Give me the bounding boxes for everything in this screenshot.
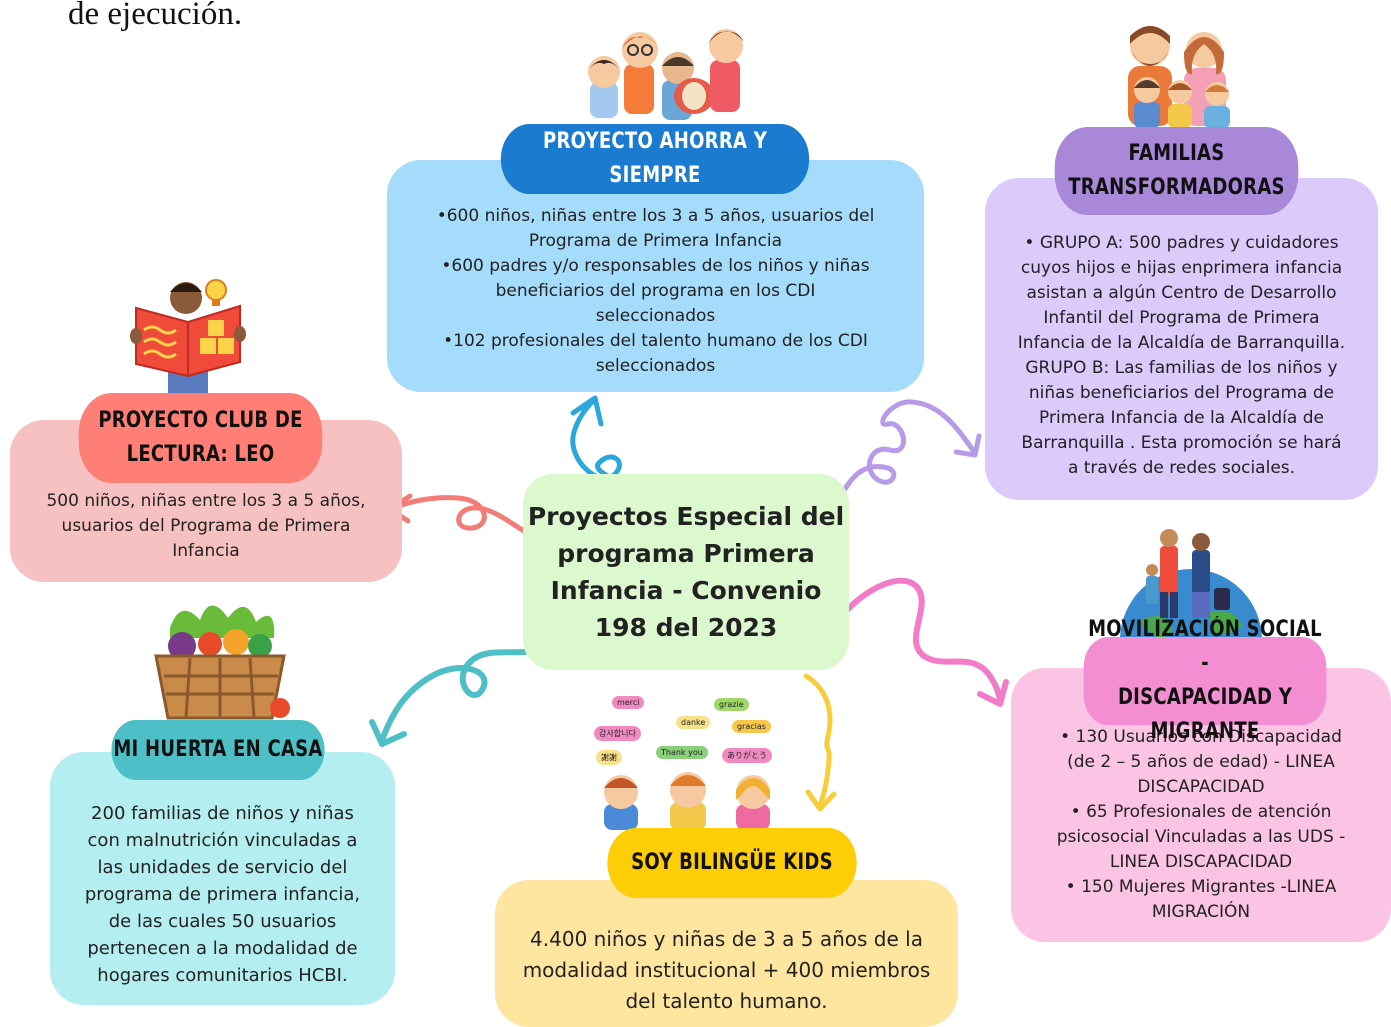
arrowhead-ahorra	[570, 395, 604, 427]
speech-bubble: danke	[676, 716, 711, 729]
node-ahorra-title-text: PROYECTO AHORRA Y SIEMPRE	[542, 129, 768, 188]
node-ahorra-card: •600 niños, niñas entre los 3 a 5 años, …	[387, 160, 924, 392]
node-leo-title-text: PROYECTO CLUB DE LECTURA: LEO	[98, 408, 303, 467]
kids-group-illustration	[575, 29, 765, 138]
kid-left	[604, 775, 638, 830]
migrant-dad	[1160, 529, 1178, 618]
family-illustration	[1128, 26, 1230, 128]
kid-2	[622, 32, 658, 114]
child-middle	[1168, 80, 1192, 128]
speech-bubble: merci	[612, 696, 645, 709]
speech-bubble: gracias	[732, 720, 771, 733]
arrowhead-bilingue	[805, 789, 837, 812]
intro-text: de ejecución.	[68, 0, 243, 32]
node-familias-card: • GRUPO A: 500 padres y cuidadores cuyos…	[985, 178, 1378, 500]
open-book-icon	[135, 304, 241, 378]
suitcase-icon	[1214, 588, 1230, 610]
kid-middle	[670, 772, 706, 830]
node-huerta-body: 200 familias de niños y niñas con malnut…	[84, 803, 361, 986]
node-bilingue-title-text: SOY BILINGÜE KIDS	[631, 850, 833, 875]
arrow-to-movilizacion	[842, 577, 1003, 705]
reading-kid-illustration	[130, 279, 246, 394]
node-leo-title: PROYECTO CLUB DE LECTURA: LEO	[78, 393, 323, 483]
node-huerta-title-text: MI HUERTA EN CASA	[113, 737, 323, 762]
child-right	[1204, 82, 1230, 128]
drum	[674, 78, 714, 114]
node-movilizacion-title-text: MOVILIZACIÓN SOCIAL - DISCAPACIDAD Y MIG…	[1088, 617, 1322, 744]
vegetable-basket-illustration	[154, 605, 290, 720]
arrowhead-movilizacion	[977, 679, 1009, 707]
arrow-to-huerta	[379, 647, 543, 743]
bilingual-kids-illustration: merci grazie danke gracias 감사합니다 Thank y…	[590, 694, 786, 830]
arrow-to-familias	[837, 399, 977, 501]
center-topic: Proyectos Especial del programa Primera …	[523, 474, 849, 670]
node-huerta-card: 200 familias de niños y niñas con malnut…	[50, 752, 395, 1005]
speech-bubble: 謝謝	[596, 750, 622, 765]
node-huerta-title: MI HUERTA EN CASA	[111, 720, 325, 780]
speech-bubble: ありがとう	[722, 748, 772, 763]
node-movilizacion-title: MOVILIZACIÓN SOCIAL - DISCAPACIDAD Y MIG…	[1083, 617, 1327, 744]
node-bilingue-body: 4.400 niños y niñas de 3 a 5 años de la …	[522, 927, 931, 1013]
speech-bubble: grazie	[714, 698, 749, 711]
node-familias-body: • GRUPO A: 500 padres y cuidadores cuyos…	[1017, 233, 1346, 478]
migrant-mom	[1192, 533, 1210, 618]
kid-4	[708, 29, 744, 112]
node-familias-title: FAMILIAS TRANSFORMADORAS	[1054, 127, 1299, 215]
node-bilingue-card: 4.400 niños y niñas de 3 a 5 años de la …	[495, 880, 958, 1027]
arrow-to-bilingue	[803, 673, 833, 809]
arrow-to-leo	[389, 495, 543, 543]
kid-1	[588, 56, 620, 118]
speech-bubble: Thank you	[656, 746, 708, 759]
kid-right	[736, 775, 770, 830]
child-left	[1134, 77, 1160, 128]
node-movilizacion-body: • 130 Usuarios con Discapacidad (de 2 – …	[1056, 727, 1346, 922]
node-ahorra-body: •600 niños, niñas entre los 3 a 5 años, …	[436, 205, 875, 376]
node-ahorra-title: PROYECTO AHORRA Y SIEMPRE	[500, 124, 810, 194]
migrant-kid	[1146, 564, 1158, 604]
node-bilingue-title: SOY BILINGÜE KIDS	[607, 828, 857, 898]
lightbulb-icon	[205, 279, 227, 306]
node-leo-body: 500 niños, niñas entre los 3 a 5 años, u…	[46, 490, 366, 561]
speech-bubble: 감사합니다	[594, 726, 641, 741]
globe-migrant-illustration	[1120, 529, 1262, 640]
arrowhead-huerta	[369, 719, 407, 747]
arrowhead-familias	[953, 433, 982, 458]
node-familias-title-text: FAMILIAS TRANSFORMADORAS	[1068, 141, 1285, 200]
